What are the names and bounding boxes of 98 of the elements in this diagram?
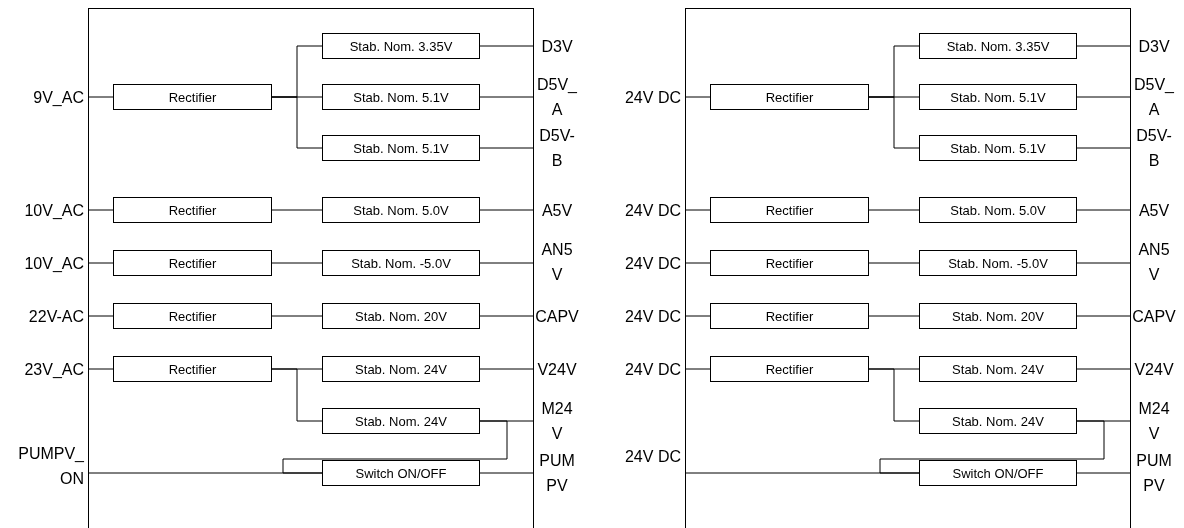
connection-line bbox=[87, 209, 114, 211]
connection-line bbox=[684, 368, 711, 370]
terminal-label: 24V DC bbox=[605, 444, 685, 476]
circuit-block: Stab. Nom. 20V bbox=[919, 303, 1077, 329]
connection-line bbox=[868, 209, 920, 211]
terminal-label: 23V_AC bbox=[8, 356, 88, 382]
circuit-block: Stab. Nom. 3.35V bbox=[919, 33, 1077, 59]
circuit-block: Stab. Nom. -5.0V bbox=[919, 250, 1077, 276]
circuit-block: Rectifier bbox=[113, 250, 272, 276]
terminal-label: 10V_AC bbox=[8, 250, 88, 276]
terminal-label: V24V bbox=[534, 356, 580, 382]
connection-line bbox=[1076, 45, 1132, 47]
connection-line bbox=[271, 209, 323, 211]
connection-line bbox=[271, 96, 323, 149]
terminal-label: CAPV bbox=[1131, 303, 1177, 329]
power-supply-panel bbox=[88, 8, 534, 528]
circuit-block: Rectifier bbox=[710, 84, 869, 110]
terminal-label: M24 V bbox=[534, 396, 580, 446]
connection-line bbox=[684, 209, 711, 211]
connection-line bbox=[282, 420, 508, 474]
circuit-block: Stab. Nom. 5.1V bbox=[322, 84, 480, 110]
circuit-block: Switch ON/OFF bbox=[322, 460, 480, 486]
circuit-block: Stab. Nom. 24V bbox=[919, 408, 1077, 434]
circuit-block: Rectifier bbox=[113, 197, 272, 223]
terminal-label: D5V- B bbox=[534, 123, 580, 173]
circuit-block: Rectifier bbox=[710, 250, 869, 276]
connection-line bbox=[87, 96, 114, 98]
circuit-block: Rectifier bbox=[710, 303, 869, 329]
connection-line bbox=[87, 262, 114, 264]
terminal-label: V24V bbox=[1131, 356, 1177, 382]
terminal-label: 24V DC bbox=[605, 303, 685, 329]
terminal-label: 24V DC bbox=[605, 356, 685, 382]
terminal-label: A5V bbox=[1131, 197, 1177, 223]
connection-line bbox=[1076, 209, 1132, 211]
terminal-label: AN5 V bbox=[534, 237, 580, 287]
terminal-label: 24V DC bbox=[605, 250, 685, 276]
terminal-label: AN5 V bbox=[1131, 237, 1177, 287]
circuit-block: Rectifier bbox=[710, 356, 869, 382]
terminal-label: D5V- B bbox=[1131, 123, 1177, 173]
terminal-label: 22V-AC bbox=[8, 303, 88, 329]
terminal-label: PUM PV bbox=[1131, 448, 1177, 498]
connection-line bbox=[684, 315, 711, 317]
circuit-block: Stab. Nom. -5.0V bbox=[322, 250, 480, 276]
terminal-label: A5V bbox=[534, 197, 580, 223]
connection-line bbox=[479, 315, 535, 317]
terminal-label: 10V_AC bbox=[8, 197, 88, 223]
connection-line bbox=[684, 262, 711, 264]
circuit-block: Rectifier bbox=[710, 197, 869, 223]
power-supply-panel bbox=[685, 8, 1131, 528]
connection-line bbox=[479, 472, 535, 474]
connection-line bbox=[271, 315, 323, 317]
connection-line bbox=[271, 368, 323, 422]
terminal-label: M24 V bbox=[1131, 396, 1177, 446]
terminal-label: D5V_ A bbox=[534, 72, 580, 122]
connection-line bbox=[479, 45, 535, 47]
connection-line bbox=[87, 315, 114, 317]
circuit-block: Stab. Nom. 24V bbox=[322, 356, 480, 382]
connection-line bbox=[479, 262, 535, 264]
connection-line bbox=[1076, 96, 1132, 98]
circuit-block: Stab. Nom. 5.0V bbox=[322, 197, 480, 223]
terminal-label: D3V bbox=[1131, 33, 1177, 59]
connection-line bbox=[479, 96, 535, 98]
terminal-label: PUMPV_ ON bbox=[8, 440, 88, 492]
connection-line bbox=[479, 209, 535, 211]
circuit-block: Rectifier bbox=[113, 356, 272, 382]
connection-line bbox=[1076, 368, 1132, 370]
terminal-label: D3V bbox=[534, 33, 580, 59]
connection-line bbox=[684, 96, 711, 98]
circuit-block: Stab. Nom. 5.0V bbox=[919, 197, 1077, 223]
connection-line bbox=[868, 368, 920, 422]
terminal-label: PUM PV bbox=[534, 448, 580, 498]
connection-line bbox=[1076, 315, 1132, 317]
circuit-block: Switch ON/OFF bbox=[919, 460, 1077, 486]
terminal-label: 24V DC bbox=[605, 84, 685, 110]
connection-line bbox=[868, 262, 920, 264]
connection-line bbox=[1076, 472, 1132, 474]
terminal-label: 9V_AC bbox=[8, 84, 88, 110]
connection-line bbox=[879, 420, 1105, 474]
circuit-block: Stab. Nom. 5.1V bbox=[919, 84, 1077, 110]
circuit-block: Rectifier bbox=[113, 84, 272, 110]
terminal-label: 24V DC bbox=[605, 197, 685, 223]
connection-line bbox=[868, 96, 920, 149]
connection-line bbox=[1076, 147, 1132, 149]
connection-line bbox=[868, 315, 920, 317]
circuit-block: Rectifier bbox=[113, 303, 272, 329]
connection-line bbox=[271, 262, 323, 264]
circuit-block: Stab. Nom. 24V bbox=[919, 356, 1077, 382]
circuit-block: Stab. Nom. 20V bbox=[322, 303, 480, 329]
circuit-block: Stab. Nom. 24V bbox=[322, 408, 480, 434]
connection-line bbox=[87, 368, 114, 370]
connection-line bbox=[479, 147, 535, 149]
circuit-block: Stab. Nom. 5.1V bbox=[322, 135, 480, 161]
terminal-label: CAPV bbox=[534, 303, 580, 329]
connection-line bbox=[479, 368, 535, 370]
terminal-label: D5V_ A bbox=[1131, 72, 1177, 122]
circuit-block: Stab. Nom. 5.1V bbox=[919, 135, 1077, 161]
connection-line bbox=[1076, 262, 1132, 264]
circuit-block: Stab. Nom. 3.35V bbox=[322, 33, 480, 59]
